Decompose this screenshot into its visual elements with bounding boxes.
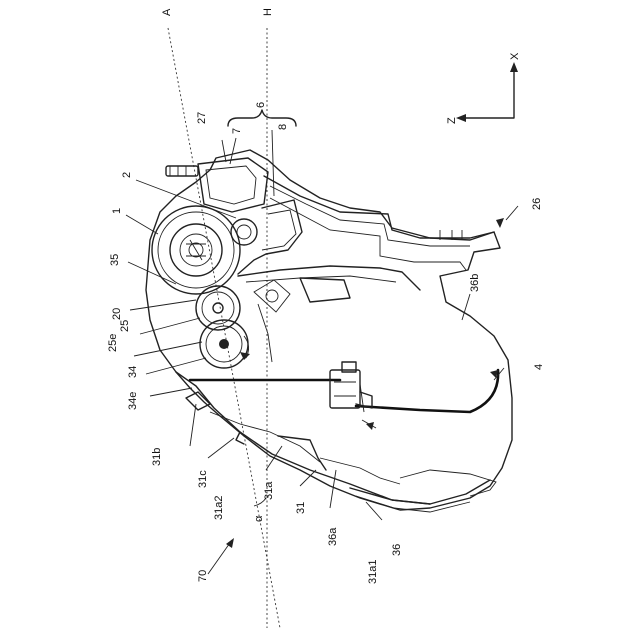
reference-line-a — [168, 28, 280, 628]
part-small-block — [300, 278, 350, 302]
label-31a: 31a — [263, 481, 275, 500]
label-20: 20 — [111, 308, 123, 320]
label-36a: 36a — [327, 527, 339, 546]
label-31b: 31b — [151, 448, 163, 466]
supply-roller-34 — [200, 320, 248, 368]
connector-pin — [166, 166, 198, 176]
charging-roller-2 — [231, 219, 257, 245]
label-1: 1 — [111, 208, 123, 214]
agitator-blade-36b — [356, 370, 498, 412]
developing-roller-25 — [196, 286, 240, 330]
label-25: 25 — [119, 320, 131, 332]
brace-6 — [228, 110, 296, 126]
label-z: Z — [446, 117, 458, 124]
label-31c: 31c — [197, 470, 209, 488]
label-h: H — [262, 8, 274, 16]
label-34: 34 — [127, 366, 139, 378]
label-2: 2 — [121, 172, 133, 178]
agitator-36 — [330, 362, 372, 408]
seal-31c — [186, 392, 210, 410]
label-31a2: 31a2 — [213, 496, 225, 520]
label-35: 35 — [109, 254, 121, 266]
axis-indicator — [456, 62, 518, 122]
leader-lines — [126, 130, 518, 574]
label-7: 7 — [231, 128, 243, 134]
label-27: 27 — [196, 112, 208, 124]
label-31a1: 31a1 — [367, 560, 379, 584]
frame-middle — [238, 266, 420, 290]
rib-31 — [278, 436, 326, 470]
label-a: A — [161, 8, 173, 16]
label-36: 36 — [391, 544, 403, 556]
label-x: X — [509, 52, 521, 60]
label-25e: 25e — [107, 334, 119, 352]
label-34e: 34e — [127, 392, 139, 410]
label-8: 8 — [277, 124, 289, 130]
label-36b: 36b — [469, 274, 481, 292]
label-6: 6 — [255, 102, 267, 108]
label-31: 31 — [295, 502, 307, 514]
container-wall-31a — [176, 372, 430, 504]
label-alpha: α — [253, 515, 265, 522]
label-4: 4 — [533, 364, 545, 370]
label-70: 70 — [197, 570, 209, 582]
housing-outline — [146, 150, 512, 510]
label-26: 26 — [531, 198, 543, 210]
drum-1 — [152, 206, 240, 294]
